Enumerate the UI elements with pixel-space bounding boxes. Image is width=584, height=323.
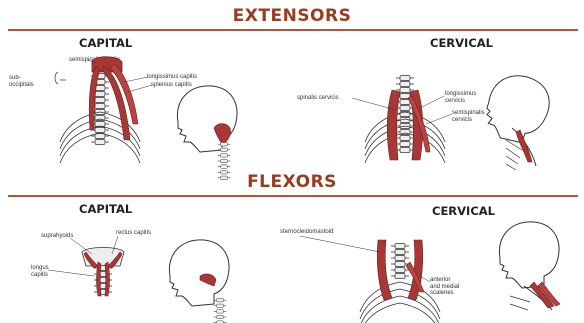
ext-cervical-back-figure [352,76,452,164]
flex-capital-head-figure [169,240,229,323]
flex-cervical-head-figure [499,222,559,288]
flex-cervical-neck-figure [510,282,560,310]
flex-capital-front-figure [48,236,124,296]
flex-cervical-front-figure [300,236,440,323]
ext-capital-back-figure [55,57,152,163]
ext-capital-head-figure [177,86,237,180]
